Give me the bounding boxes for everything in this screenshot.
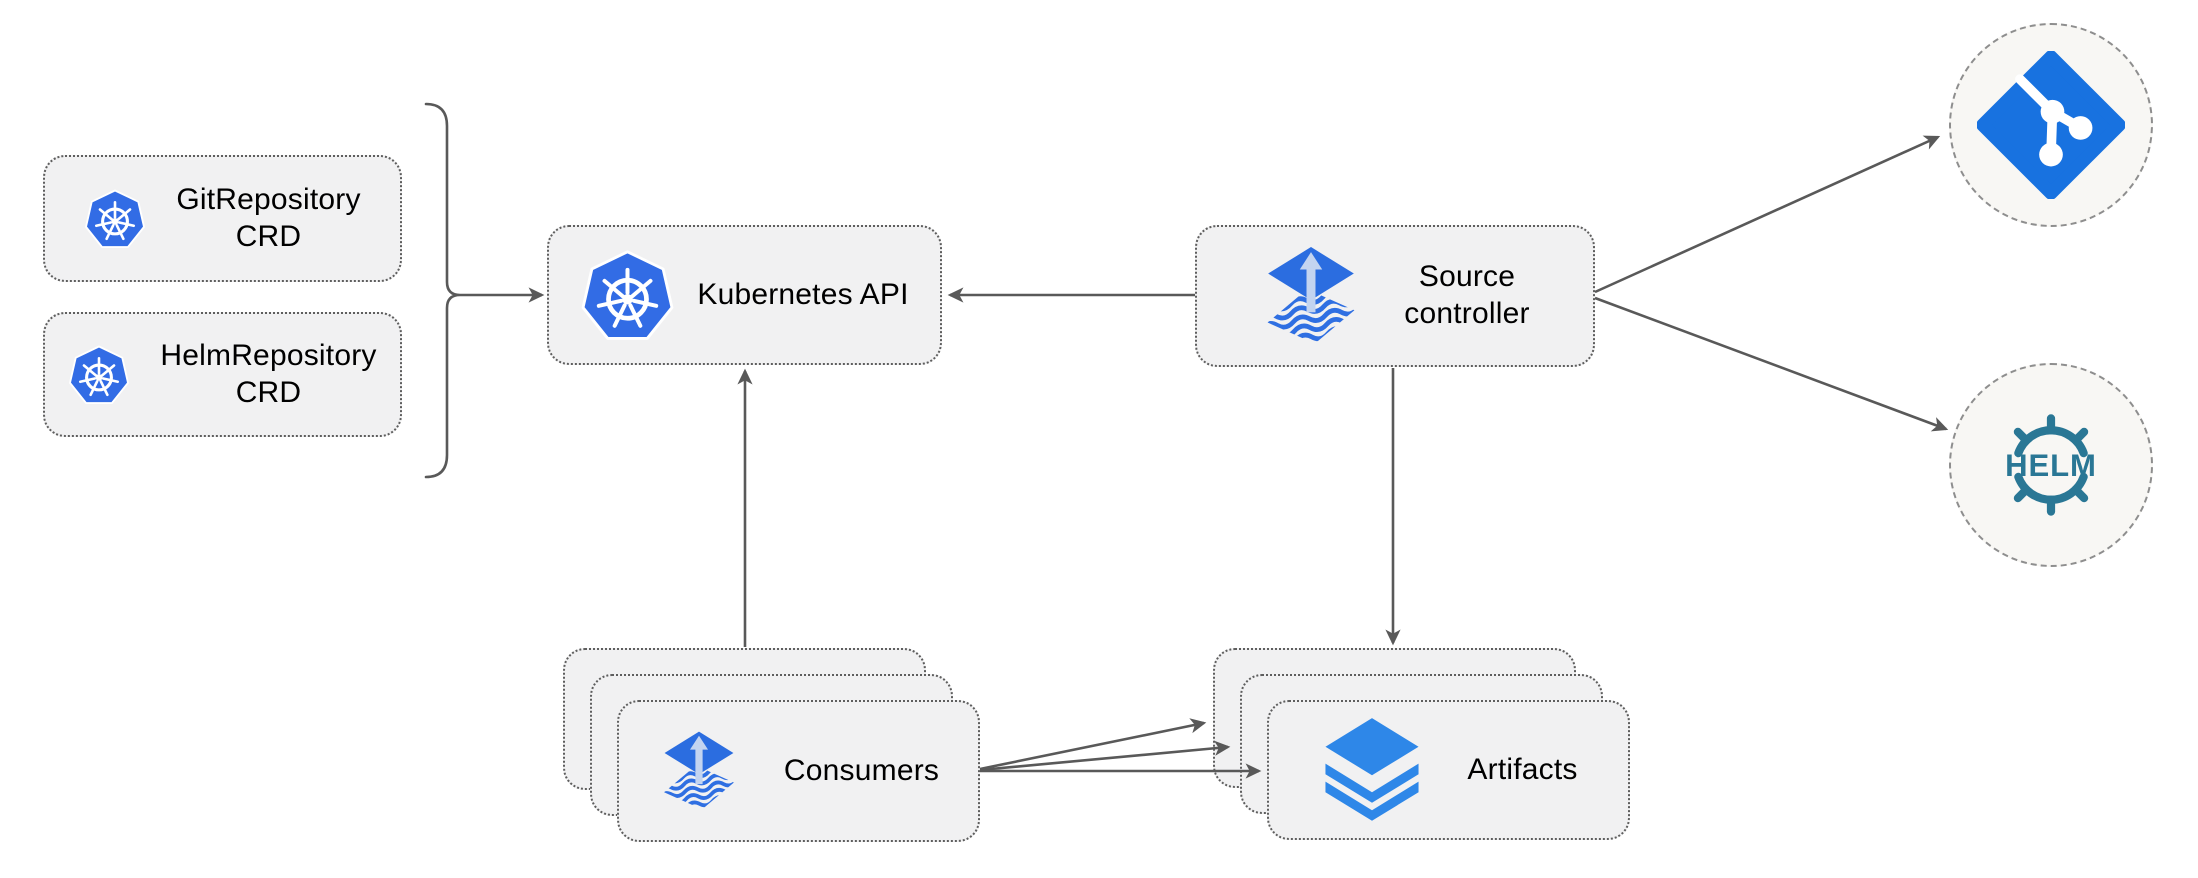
flux-icon: [658, 713, 740, 829]
node-label: Artifacts: [1467, 752, 1578, 786]
node-git-endpoint: [1949, 23, 2153, 227]
kubernetes-icon: [84, 187, 146, 251]
node-source-controller: Source controller: [1195, 225, 1595, 367]
layers-icon: [1319, 715, 1425, 825]
node-label: Consumers: [783, 753, 940, 787]
edge-source-to-git: [1594, 135, 1941, 294]
node-consumers: Consumers: [617, 700, 980, 842]
grouping-bracket: [424, 102, 461, 479]
kubernetes-icon: [580, 246, 675, 345]
helm-logo-text: HELM: [2005, 448, 2097, 483]
node-git-repository-crd: GitRepository CRD: [43, 155, 402, 282]
node-label: Source controller: [1404, 260, 1530, 330]
node-label: GitRepository CRD: [176, 182, 361, 253]
edge-consumers-to-artifacts-1: [979, 718, 1207, 771]
node-helm-repository-crd: HelmRepository CRD: [43, 312, 402, 437]
node-helm-endpoint: HELM: [1949, 363, 2153, 567]
git-icon: [1977, 51, 2125, 199]
edge-source-to-helm: [1594, 296, 1949, 432]
node-label: Kubernetes API: [697, 277, 909, 311]
node-label: HelmRepository CRD: [160, 338, 377, 409]
kubernetes-icon: [68, 343, 130, 407]
helm-icon: HELM: [1987, 410, 2115, 520]
flux-icon: [1260, 238, 1362, 354]
edge-consumers-to-artifacts-2: [979, 740, 1231, 772]
node-artifacts: Artifacts: [1267, 700, 1630, 840]
node-kubernetes-api: Kubernetes API: [547, 225, 942, 365]
